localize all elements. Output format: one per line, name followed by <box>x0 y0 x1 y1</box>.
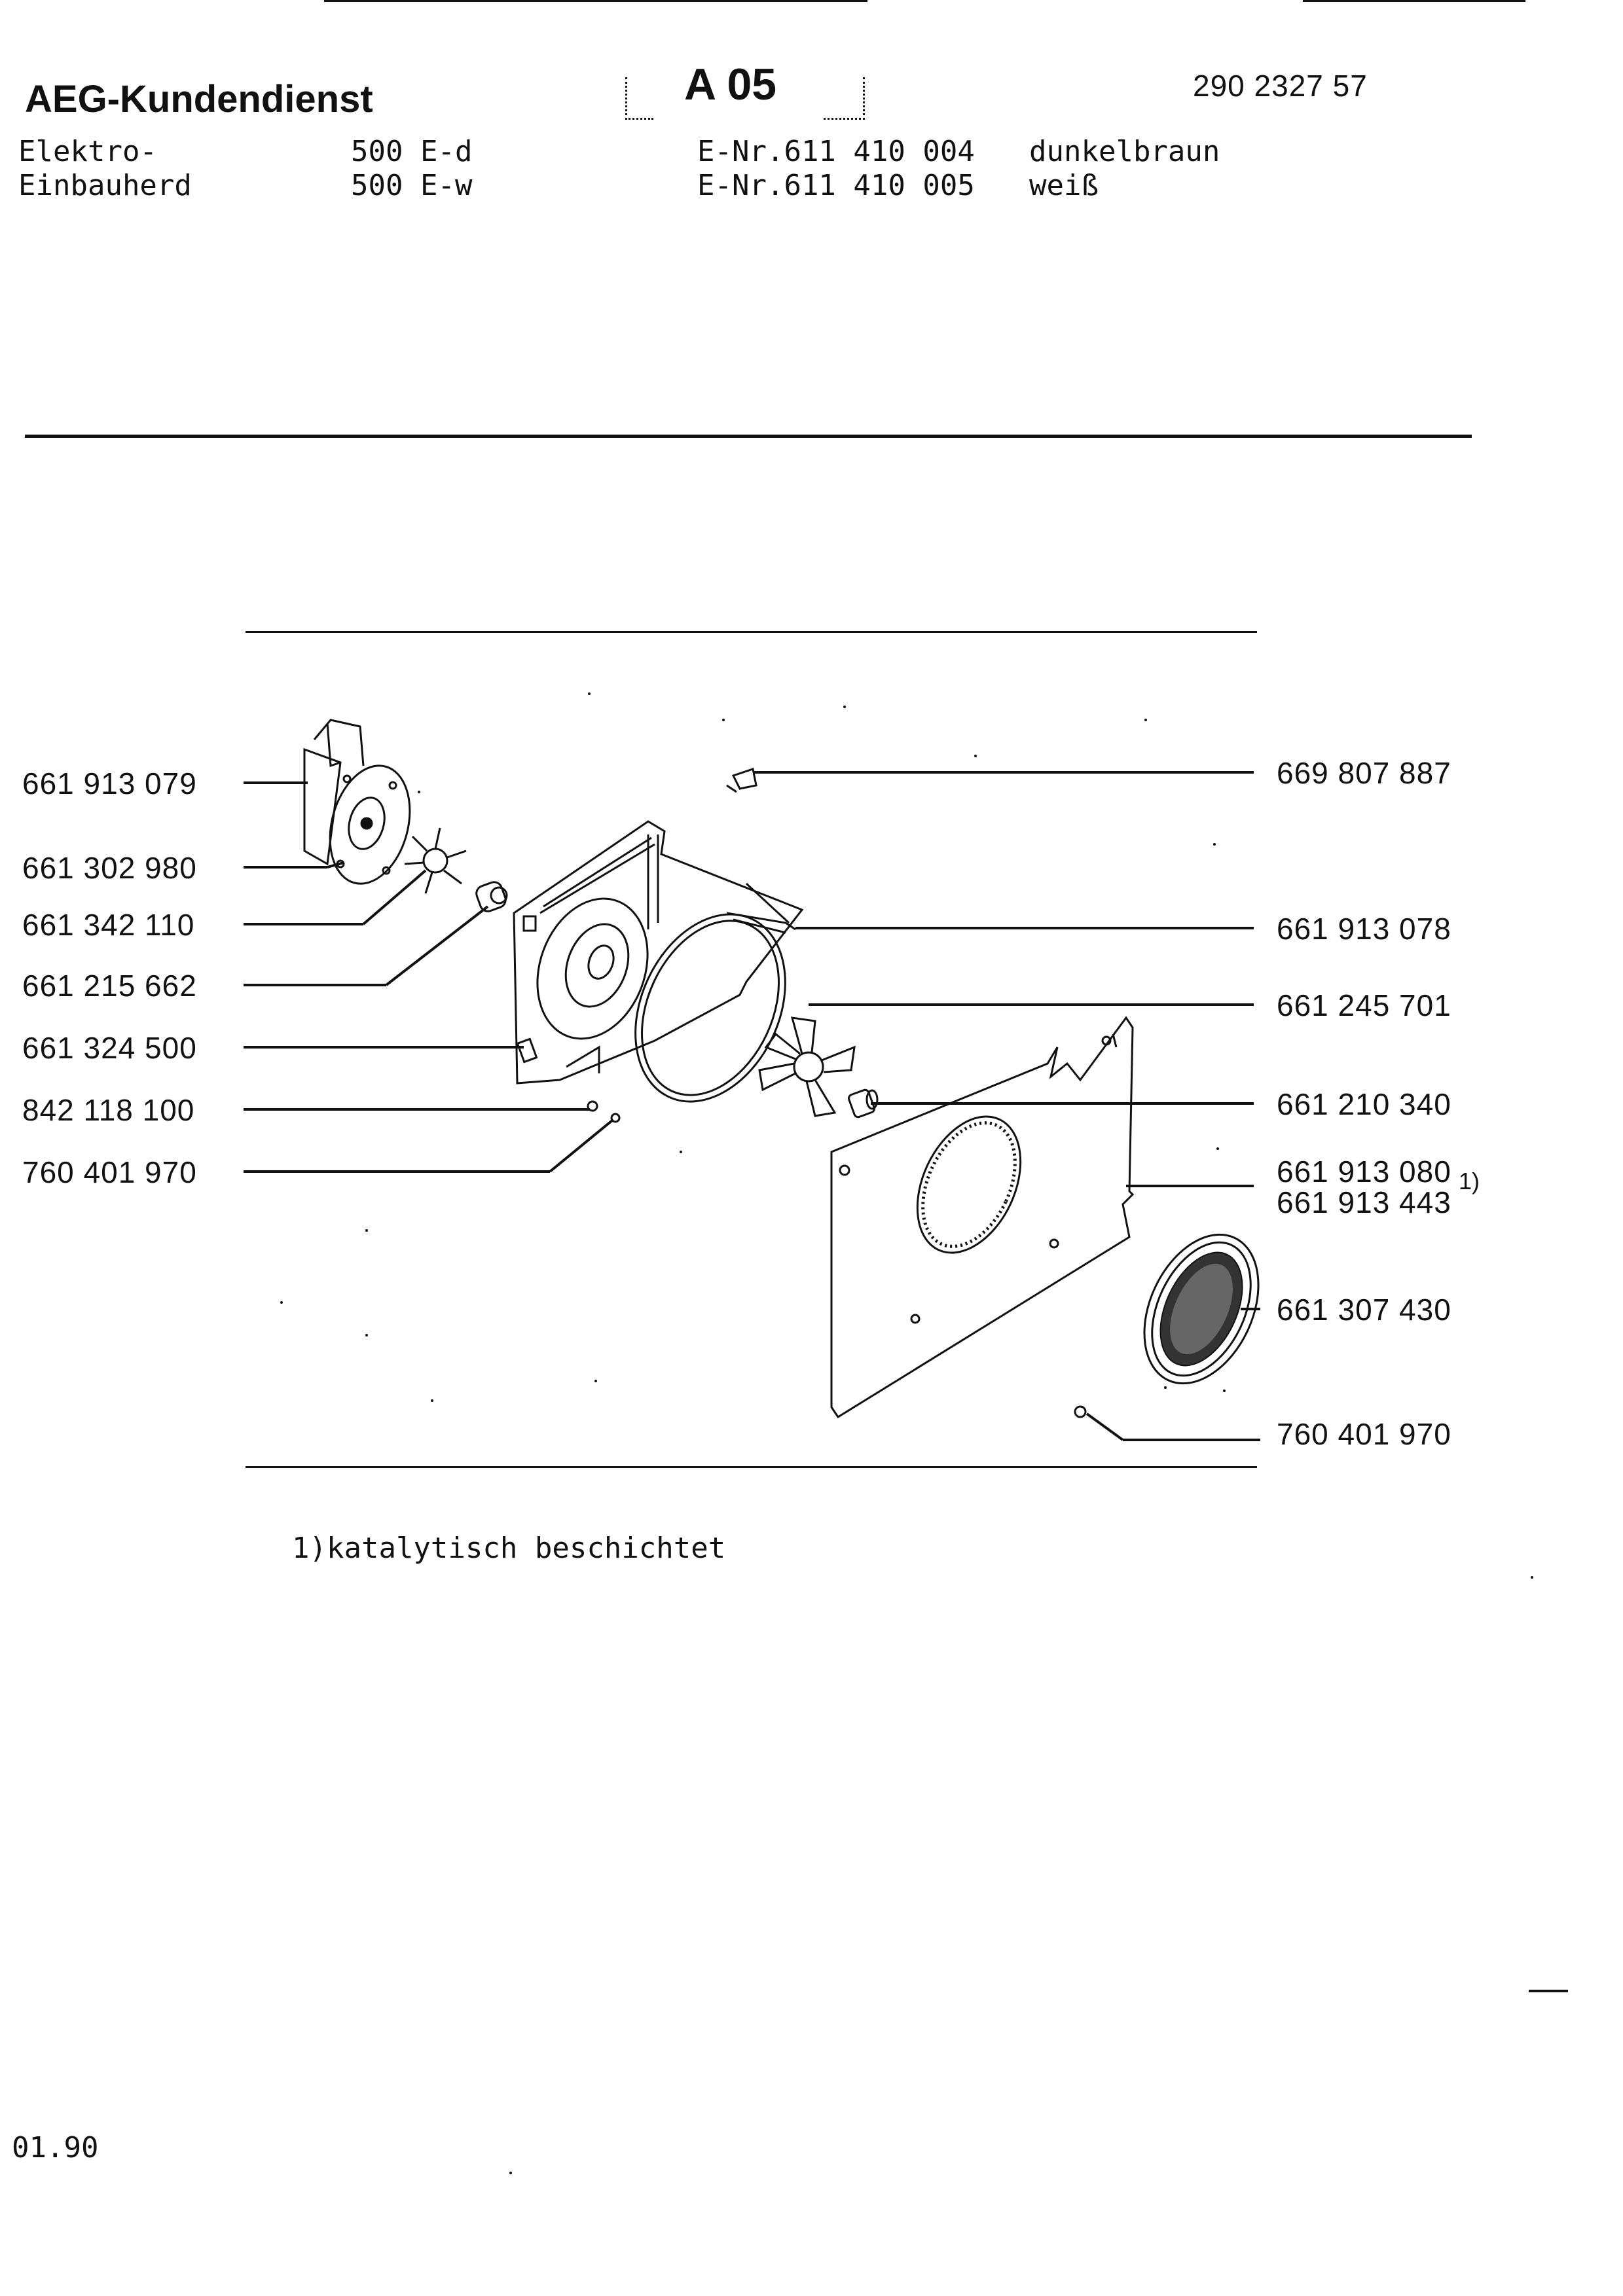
part-number-label: 661 913 078 <box>1277 912 1451 946</box>
page-code-bracket-left <box>625 77 653 120</box>
enr-line-1: E-Nr.611 410 004 <box>697 135 975 168</box>
bushing <box>475 881 508 912</box>
enr-line-2: E-Nr.611 410 005 <box>697 169 975 202</box>
footnote-text: 1)katalytisch beschichtet <box>292 1532 726 1565</box>
model-line-1: 500 E-d <box>351 135 473 168</box>
document-number: 290 2327 57 <box>1193 69 1368 103</box>
part-number-label: 760 401 970 <box>1277 1417 1451 1451</box>
part-number-label: 661 307 430 <box>1277 1293 1451 1327</box>
margin-mark <box>1529 1990 1568 1992</box>
page-code-bracket-right <box>824 77 865 120</box>
brand-title: AEG-Kundendienst <box>25 78 373 120</box>
small-screws <box>587 1100 1087 1418</box>
ring-heating-element <box>634 882 796 1103</box>
part-number-label: 661 913 080 <box>1277 1155 1451 1189</box>
top-border-fragment <box>324 0 867 2</box>
part-number-label: 661 245 701 <box>1277 988 1451 1022</box>
leader-lines-left <box>244 781 613 1173</box>
diagram-bottom-rule <box>246 1466 1257 1468</box>
part-number-label: 661 913 443 <box>1277 1185 1451 1219</box>
part-number-label: 669 807 887 <box>1277 756 1451 790</box>
part-number-label: 661 302 980 <box>22 851 197 885</box>
part-number-label: 661 210 340 <box>1277 1087 1451 1121</box>
fan-blade <box>758 1016 856 1117</box>
part-number-label: 661 913 079 <box>22 766 197 800</box>
header-divider <box>25 435 1472 438</box>
part-number-label: 842 118 100 <box>22 1093 195 1127</box>
color-line-1: dunkelbraun <box>1029 135 1220 168</box>
color-line-2: weiß <box>1029 169 1099 202</box>
part-number-label: 661 342 110 <box>22 908 195 942</box>
small-fan-wheel <box>404 827 467 894</box>
catalytic-rear-panel <box>830 1016 1135 1419</box>
product-line-2: Einbauherd <box>18 169 192 202</box>
diagram-top-rule <box>246 631 1257 633</box>
model-line-2: 500 E-w <box>351 169 473 202</box>
top-border-fragment <box>1303 0 1525 2</box>
rear-wall-plate <box>513 820 804 1085</box>
leader-lines-right <box>753 771 1260 1441</box>
footnote-marker: 1) <box>1459 1168 1480 1194</box>
part-number-label: 760 401 970 <box>22 1155 197 1189</box>
fan-nut <box>847 1088 879 1119</box>
clip <box>726 768 757 793</box>
revision-date: 01.90 <box>12 2131 99 2164</box>
page-code: A 05 <box>684 60 777 109</box>
part-number-label: 661 324 500 <box>22 1031 197 1065</box>
scan-speckles <box>280 692 1533 2174</box>
part-number-label: 661 215 662 <box>22 969 197 1003</box>
round-filter-cover <box>1143 1233 1260 1385</box>
product-line-1: Elektro- <box>18 135 157 168</box>
fan-motor <box>303 719 411 885</box>
